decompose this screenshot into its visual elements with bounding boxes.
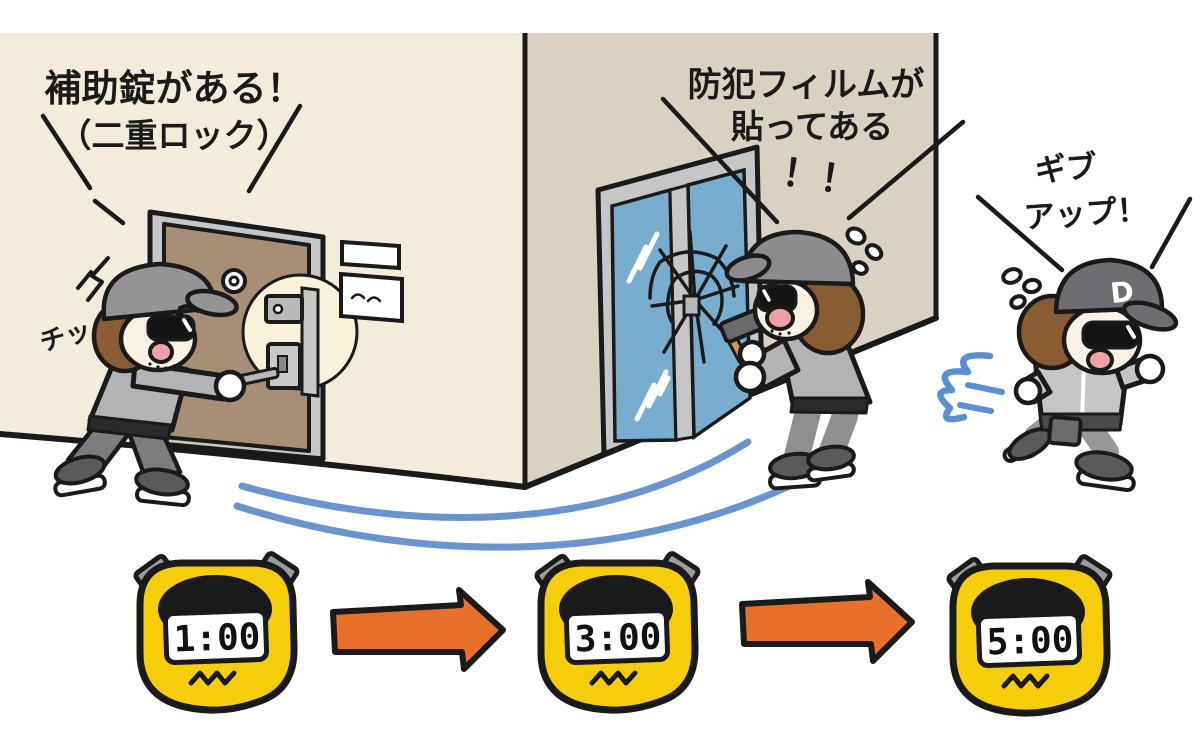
- burglar3-front-shoe: [1074, 450, 1134, 482]
- burglar1-glove: [213, 369, 247, 403]
- stopwatch-1-time: 1:00: [173, 616, 261, 660]
- burglar2-belt: [789, 396, 870, 415]
- right-caption-emphasis-lines: [975, 194, 1193, 273]
- left-wall-base-edge: [0, 431, 528, 490]
- middle-caption-emphasis-lines: [660, 96, 966, 225]
- left-caption-line2: （二重ロック）: [59, 116, 290, 155]
- burglar1-front-shoe: [134, 467, 190, 497]
- burglar1-belt: [86, 414, 173, 441]
- dust-puff-icon: [937, 352, 1005, 423]
- burglar2-sweat-drops: [845, 226, 884, 276]
- right-caption-line1: ギブ: [1034, 149, 1098, 189]
- peephole-icon: [221, 268, 247, 294]
- caption-right: ギブ アップ！: [975, 149, 1193, 273]
- glass-shine-marks: [626, 231, 671, 422]
- motion-line-lower: [233, 468, 822, 551]
- burglar1-eyebrow: [178, 304, 200, 313]
- burglar2-front-shoe: [806, 444, 856, 472]
- caption-middle: 防犯フィルムが 貼ってある ！！: [660, 65, 966, 225]
- door-edge-strip: [300, 286, 320, 398]
- burglar1-cap-brim: [185, 288, 239, 318]
- burglar3-cap: [1053, 257, 1165, 315]
- glass-pane-right: [686, 167, 752, 441]
- burglar-giving-up: D: [937, 257, 1179, 493]
- right-caption-line2: アップ！: [1023, 192, 1149, 237]
- burglar3-cap-brim: [1121, 300, 1179, 332]
- stopwatch-3-time: 5:00: [986, 619, 1074, 663]
- nameplate-squiggle: [350, 293, 382, 303]
- burglar2-stubble: [770, 329, 791, 336]
- sash-lock: [682, 294, 701, 317]
- lower-lock-slot: [277, 355, 288, 373]
- doorbell-panel: [340, 239, 401, 271]
- burglar1-back-shoe: [53, 454, 107, 486]
- glass-crack: [648, 230, 740, 364]
- cap-letter: D: [1109, 275, 1136, 310]
- upper-lock-keyhole: [272, 303, 284, 315]
- burglar3-glasses-shine: [1126, 325, 1136, 339]
- burglar1-sunglasses-icon: [146, 314, 196, 342]
- burglar3-sunglasses-icon: [1081, 320, 1140, 350]
- burglar2-mouth: [765, 305, 795, 331]
- sliding-glass-door: [595, 144, 765, 457]
- burglar2-cap-brim: [724, 253, 772, 283]
- middle-caption-line2: 貼ってある: [731, 107, 893, 146]
- burglar2-cap: [739, 229, 856, 287]
- burglar1-stubble: [148, 362, 176, 370]
- upper-auxiliary-lock: [264, 294, 304, 324]
- left-caption-line1: 補助錠がある！: [45, 67, 304, 110]
- burglar1-glasses-shine: [182, 318, 192, 332]
- burglar-picking-lock: チッ: [37, 256, 280, 508]
- peephole-lens: [228, 275, 240, 287]
- middle-caption-line1: 防犯フィルムが: [688, 65, 925, 105]
- burglar2-glove-lower: [733, 360, 767, 394]
- timeline: 1:00 3:00 5:00: [134, 552, 1111, 713]
- burglar1-mouth: [148, 340, 174, 364]
- arrow-2-icon: [739, 579, 915, 664]
- left-caption-emphasis-lines: [40, 103, 303, 226]
- arrow-1-icon: [330, 587, 506, 672]
- caption-left: 補助錠がある！ （二重ロック）: [40, 67, 304, 226]
- burglar3-stubble: [1086, 369, 1108, 375]
- middle-caption-line3: ！！: [779, 150, 860, 204]
- burglar3-zipper: [1080, 365, 1086, 421]
- burglar3-waist-pouch: [1047, 415, 1083, 447]
- motion-line-upper: [238, 438, 752, 521]
- stopwatch-2-time: 3:00: [574, 616, 662, 660]
- burglar2-glasses-shine: [762, 289, 771, 302]
- burglar3-mouth: [1086, 348, 1114, 372]
- burglar3-right-fist: [1134, 353, 1166, 385]
- burglar3-sweat-drops: [1001, 267, 1042, 310]
- ground-motion-lines: [233, 438, 822, 551]
- burglar-with-hammer: [718, 226, 884, 491]
- burglar3-left-fist: [1013, 376, 1043, 406]
